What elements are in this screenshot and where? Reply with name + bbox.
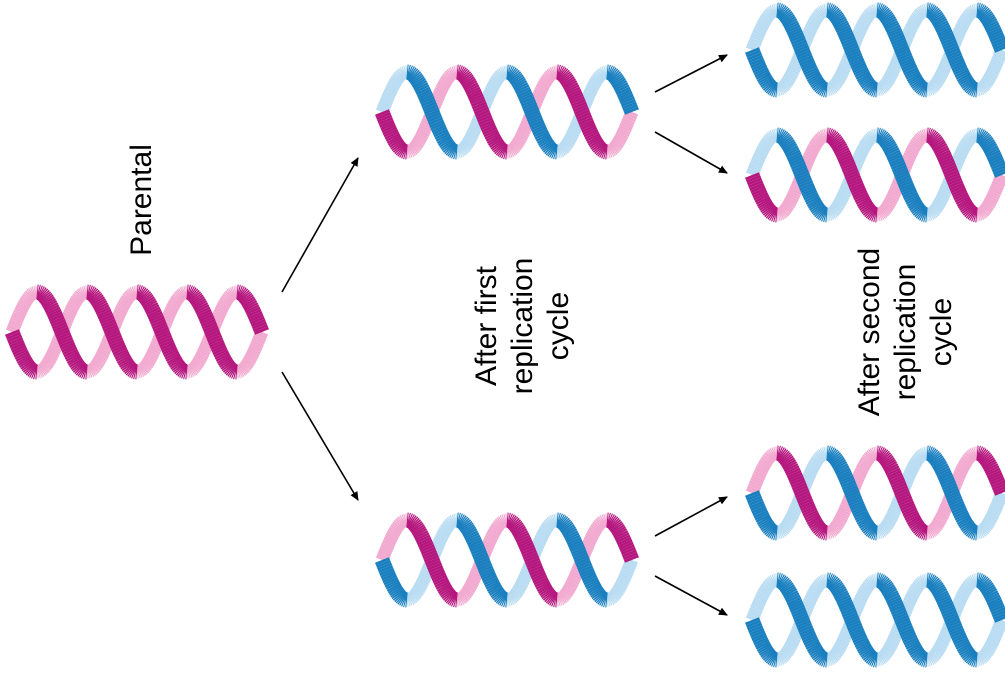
helix-gen2-4 (752, 580, 1002, 660)
arrow-parental-to-bottom (282, 372, 358, 500)
parental-label: Parental (124, 125, 160, 275)
second-cycle-line-3: cycle (924, 219, 960, 445)
arrow-bottom-to-gen2-3 (655, 497, 727, 536)
first-cycle-line-3: cycle (541, 226, 577, 426)
arrow-parental-to-top (282, 158, 358, 292)
helix-gen1-top (382, 72, 632, 152)
first-cycle-label: After first replication cycle (469, 226, 577, 426)
parental-label-text: Parental (125, 144, 158, 256)
arrow-top-to-gen2-1 (655, 55, 727, 92)
second-cycle-label: After second replication cycle (852, 219, 960, 445)
helix-parental (12, 292, 262, 372)
helix-gen2-3 (752, 453, 1002, 533)
second-cycle-line-2: replication (888, 219, 924, 445)
helix-gen2-1 (752, 10, 1002, 90)
second-cycle-line-1: After second (852, 219, 888, 445)
arrow-top-to-gen2-2 (655, 132, 727, 173)
first-cycle-line-2: replication (505, 226, 541, 426)
helix-gen2-2 (752, 135, 1002, 215)
arrow-bottom-to-gen2-4 (655, 576, 727, 615)
first-cycle-line-1: After first (469, 226, 505, 426)
helix-gen1-bottom (382, 520, 632, 600)
